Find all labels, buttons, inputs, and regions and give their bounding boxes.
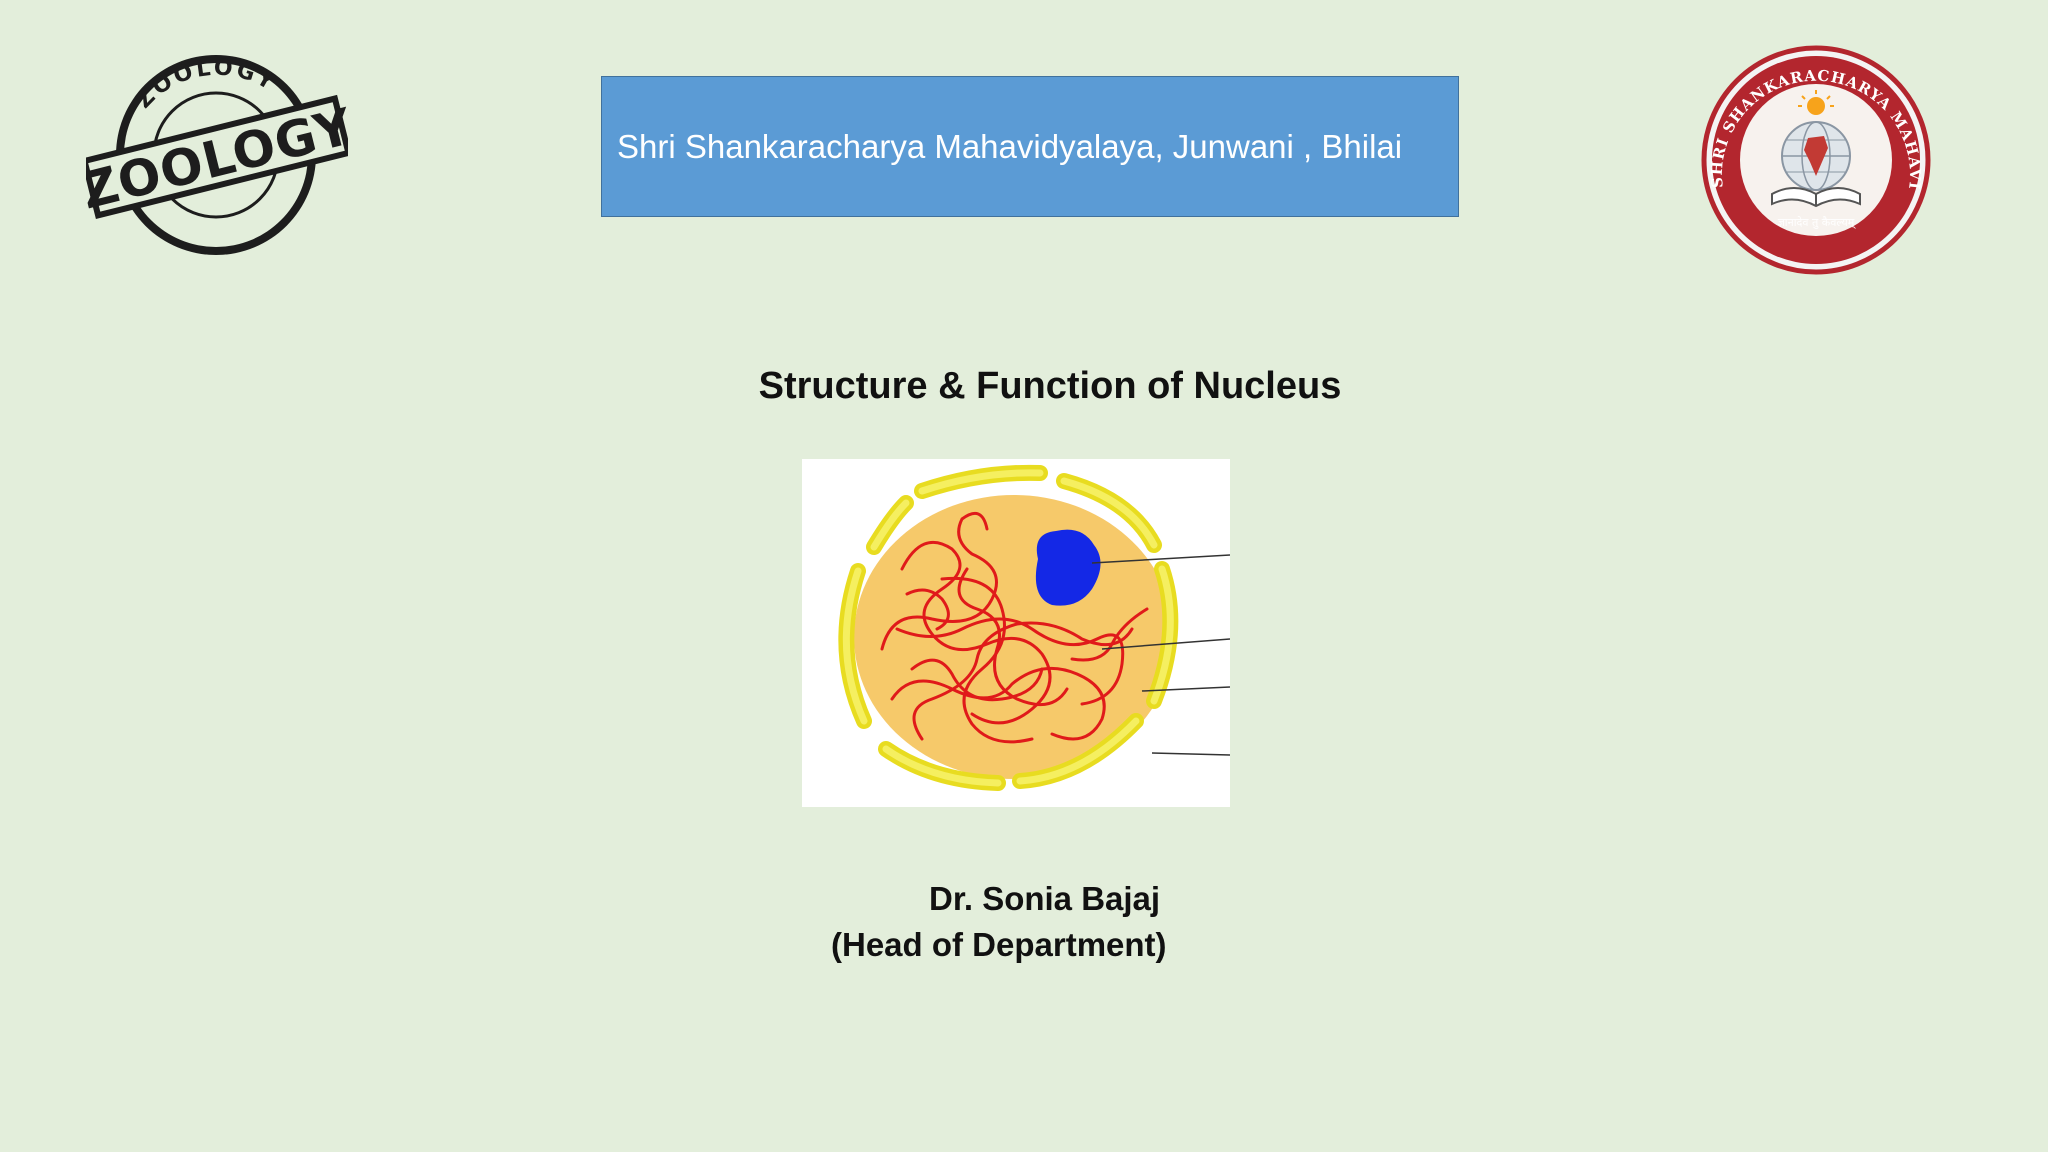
author-name: Dr. Sonia Bajaj <box>929 880 1161 917</box>
institution-banner: Shri Shankaracharya Mahavidyalaya, Junwa… <box>601 76 1459 217</box>
slide-title-text: Structure & Function of Nucleus <box>758 365 1342 407</box>
zoology-stamp-logo: ZOOLOGY ZOOLOGY ZOOLOGY <box>76 48 358 263</box>
nucleus-diagram <box>802 459 1231 807</box>
college-emblem-logo: SHRI SHANKARACHARYA MAHAVIDYALAYA ज्ञाना… <box>1687 30 1938 276</box>
author-role: (Head of Department) <box>831 926 1167 963</box>
emblem-motto: ज्ञानादेव तु कैवल्यम् <box>1778 216 1857 229</box>
nucleus-diagram-icon <box>838 464 1231 791</box>
slide-title: Structure & Function of Nucleus <box>0 365 2048 408</box>
zoology-stamp-icon: ZOOLOGY ZOOLOGY ZOOLOGY <box>76 55 358 255</box>
institution-name: Shri Shankaracharya Mahavidyalaya, Junwa… <box>617 127 1403 165</box>
college-emblem-icon: SHRI SHANKARACHARYA MAHAVIDYALAYA ज्ञाना… <box>1687 30 1931 275</box>
